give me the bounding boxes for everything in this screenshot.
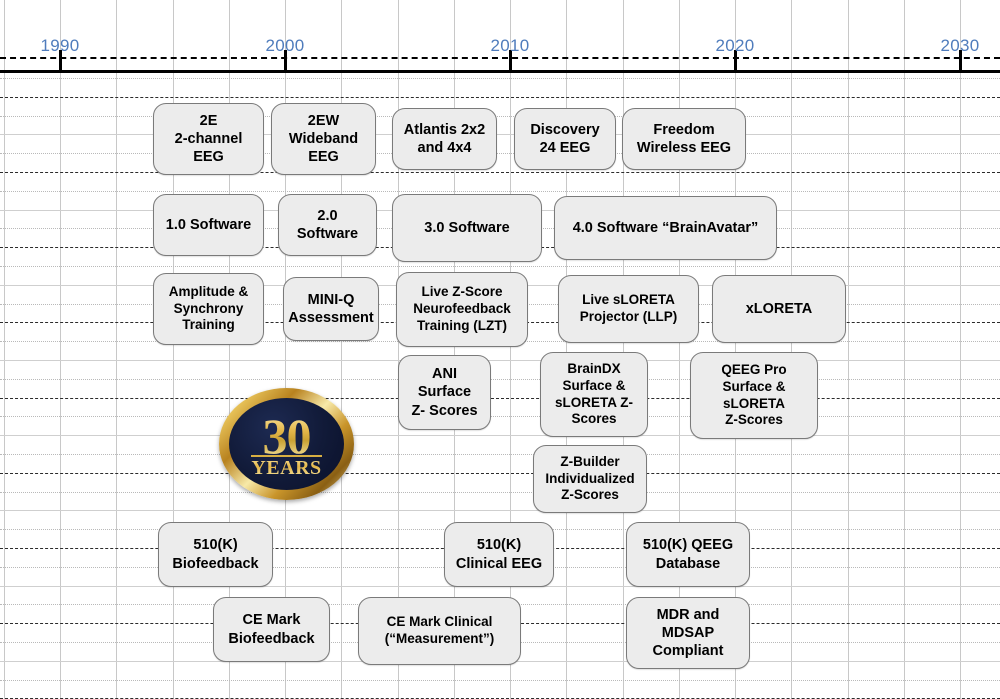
milestone-box[interactable]: Live Z-Score Neurofeedback Training (LZT… [396, 272, 528, 347]
horizontal-gridline [0, 172, 1000, 173]
horizontal-gridline [0, 379, 1000, 380]
milestone-box[interactable]: BrainDX Surface & sLORETA Z- Scores [540, 352, 648, 437]
milestone-box[interactable]: Freedom Wireless EEG [622, 108, 746, 170]
axis-tick-2000 [284, 50, 287, 72]
milestone-box[interactable]: Live sLORETA Projector (LLP) [558, 275, 699, 343]
horizontal-gridline [0, 492, 1000, 493]
anniversary-badge: 30 YEARS [219, 388, 354, 500]
axis-tick-label-2010: 2010 [490, 36, 530, 55]
vertical-gridline [229, 0, 230, 699]
horizontal-gridline [0, 116, 1000, 117]
milestone-box[interactable]: xLORETA [712, 275, 846, 343]
vertical-gridline [960, 0, 961, 699]
horizontal-gridline [0, 360, 1000, 361]
milestone-box[interactable]: 2E 2-channel EEG [153, 103, 264, 175]
milestone-box[interactable]: 510(K) Biofeedback [158, 522, 273, 587]
milestone-box[interactable]: CE Mark Biofeedback [213, 597, 330, 662]
horizontal-gridline [0, 435, 1000, 436]
axis-tick-2020 [734, 50, 737, 72]
axis-tick-2030 [959, 50, 962, 72]
milestone-box[interactable]: 2EW Wideband EEG [271, 103, 376, 175]
axis-dashed-rule [0, 57, 1000, 59]
milestone-box[interactable]: MDR and MDSAP Compliant [626, 597, 750, 669]
vertical-gridline [735, 0, 736, 699]
vertical-gridline [173, 0, 174, 699]
milestone-box[interactable]: CE Mark Clinical (“Measurement”) [358, 597, 521, 665]
milestone-box[interactable]: Discovery 24 EEG [514, 108, 616, 170]
vertical-gridline [285, 0, 286, 699]
vertical-gridline [791, 0, 792, 699]
horizontal-gridline [0, 97, 1000, 98]
horizontal-gridline [0, 454, 1000, 455]
milestone-box[interactable]: ANI Surface Z- Scores [398, 355, 491, 430]
axis-tick-1990 [59, 50, 62, 72]
badge-word: YEARS [251, 454, 322, 479]
badge-number: 30 [262, 407, 312, 464]
vertical-gridline [566, 0, 567, 699]
horizontal-gridline [0, 680, 1000, 681]
milestone-box[interactable]: 4.0 Software “BrainAvatar” [554, 196, 777, 260]
vertical-gridline [398, 0, 399, 699]
milestone-box[interactable]: 510(K) Clinical EEG [444, 522, 554, 587]
vertical-gridline [679, 0, 680, 699]
axis-tick-label-2020: 2020 [715, 36, 755, 55]
milestone-box[interactable]: 510(K) QEEG Database [626, 522, 750, 587]
vertical-gridline [454, 0, 455, 699]
milestone-box[interactable]: Atlantis 2x2 and 4x4 [392, 108, 497, 170]
axis-tick-2010 [509, 50, 512, 72]
vertical-gridline [904, 0, 905, 699]
horizontal-gridline [0, 510, 1000, 511]
milestone-box[interactable]: QEEG Pro Surface & sLORETA Z-Scores [690, 352, 818, 439]
vertical-gridline [341, 0, 342, 699]
horizontal-gridline [0, 153, 1000, 154]
horizontal-gridline [0, 134, 1000, 135]
vertical-gridline [4, 0, 5, 699]
vertical-gridline [116, 0, 117, 699]
vertical-gridline [848, 0, 849, 699]
horizontal-gridline [0, 473, 1000, 474]
axis-tick-label-2000: 2000 [265, 36, 305, 55]
milestone-box[interactable]: Amplitude & Synchrony Training [153, 273, 264, 345]
axis-baseline [0, 70, 1000, 73]
milestone-box[interactable]: 3.0 Software [392, 194, 542, 262]
horizontal-gridline [0, 78, 1000, 79]
vertical-gridline [60, 0, 61, 699]
axis-tick-label-2030: 2030 [940, 36, 980, 55]
horizontal-gridline [0, 191, 1000, 192]
axis-tick-label-1990: 1990 [40, 36, 80, 55]
vertical-gridline [623, 0, 624, 699]
milestone-box[interactable]: MINI-Q Assessment [283, 277, 379, 341]
horizontal-gridline [0, 266, 1000, 267]
badge-inner-disc: 30 YEARS [229, 398, 344, 490]
horizontal-gridline [0, 398, 1000, 399]
vertical-gridline [510, 0, 511, 699]
milestone-box[interactable]: 1.0 Software [153, 194, 264, 256]
milestone-box[interactable]: Z-Builder Individualized Z-Scores [533, 445, 647, 513]
horizontal-gridline [0, 416, 1000, 417]
milestone-box[interactable]: 2.0 Software [278, 194, 377, 256]
